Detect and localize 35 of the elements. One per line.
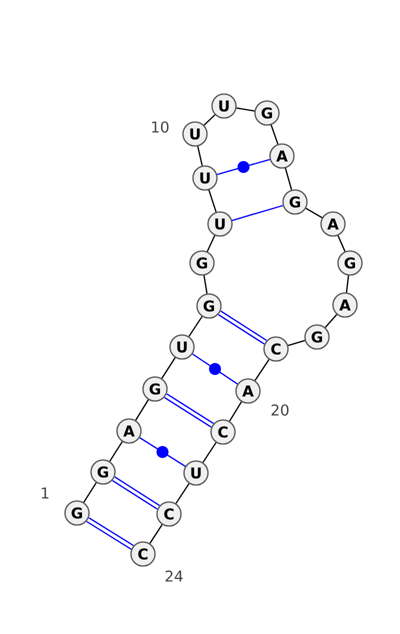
position-number: 1	[42, 488, 48, 498]
base-pair-line	[112, 476, 160, 510]
backbone-line	[284, 168, 292, 190]
backbone-line	[135, 399, 149, 421]
backbone-line	[270, 124, 278, 144]
backbone-line	[346, 275, 350, 293]
position-number: 10	[152, 121, 168, 133]
base-pair-line	[218, 310, 267, 345]
base-pair-line	[164, 393, 214, 428]
backbone-line	[188, 316, 203, 337]
backbone-line	[254, 359, 270, 381]
backbone-line	[288, 340, 306, 346]
base-pair-line	[192, 353, 238, 385]
backbone-line	[202, 442, 217, 463]
backbone-line	[324, 314, 338, 328]
position-number: 24	[166, 570, 183, 582]
backbone-line	[306, 208, 322, 218]
backbone-line	[109, 441, 123, 462]
base-pair-line	[86, 517, 134, 550]
backbone-line	[337, 235, 346, 252]
base-pair-line	[139, 437, 186, 467]
backbone-line	[175, 483, 190, 504]
base-pair-line	[216, 158, 270, 176]
backbone-line	[83, 482, 97, 503]
backbone-line	[161, 357, 176, 379]
backbone-line	[229, 401, 242, 422]
backbone-line	[203, 275, 208, 294]
backbone-line	[149, 524, 163, 544]
backbone-line	[206, 235, 216, 252]
backbone-line	[208, 190, 217, 212]
backbone-line	[204, 114, 216, 126]
backbone-line	[236, 107, 255, 112]
backbone-line	[197, 146, 203, 166]
position-number: 20	[272, 404, 288, 416]
base-pair-line	[232, 204, 284, 222]
